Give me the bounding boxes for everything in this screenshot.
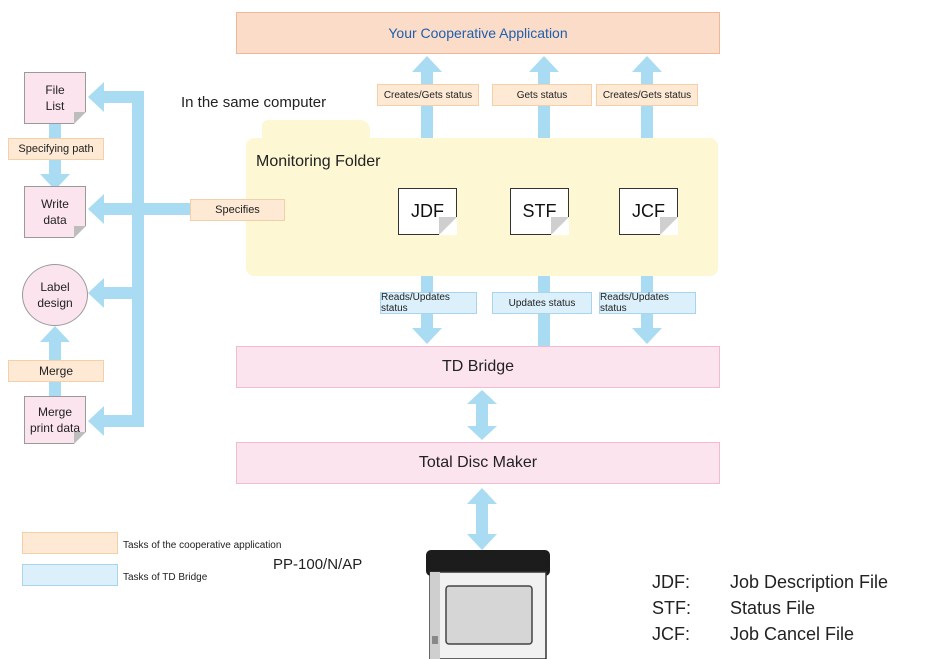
same-computer-label: In the same computer <box>181 94 327 111</box>
abbr-stf: STF: <box>652 598 691 618</box>
tag-reads-updates-status-jdf: Reads/Updates status <box>380 292 477 314</box>
tag-merge: Merge <box>8 360 104 382</box>
stf-file-icon: STF <box>510 188 569 235</box>
abbr-jcf: JCF: <box>652 624 690 644</box>
cooperative-application-box: Your Cooperative Application <box>236 12 720 54</box>
printer-model-label: PP-100/N/AP <box>273 556 363 573</box>
monitoring-folder-label: Monitoring Folder <box>256 153 381 170</box>
total-disc-maker-box: Total Disc Maker <box>236 442 720 484</box>
abbr-stf-meaning: Status File <box>730 598 816 618</box>
jdf-file-label: JDF <box>411 201 444 221</box>
arrow-to-merge-print-data <box>88 406 144 436</box>
write-data-document: Write data <box>24 186 86 238</box>
legend-swatch-td-bridge <box>22 564 118 586</box>
tag-updates-status-stf: Updates status <box>492 292 592 314</box>
arrow-tdm-printer <box>467 488 497 550</box>
label-design-circle: Label design <box>22 264 88 326</box>
jcf-file-icon: JCF <box>619 188 678 235</box>
jcf-file-label: JCF <box>632 201 665 221</box>
file-list-document: File List <box>24 72 86 124</box>
arrow-to-file-list <box>88 82 144 112</box>
stf-file-label: STF <box>522 201 557 221</box>
tag-creates-gets-status-jcf: Creates/Gets status <box>596 84 698 106</box>
jdf-file-icon: JDF <box>398 188 457 235</box>
tag-reads-updates-status-jcf: Reads/Updates status <box>599 292 696 314</box>
legend-swatch-cooperative <box>22 532 118 554</box>
legend-text-td-bridge: Tasks of TD Bridge <box>123 572 208 583</box>
td-bridge-box: TD Bridge <box>236 346 720 388</box>
tag-specifies: Specifies <box>190 199 285 221</box>
merge-print-data-document: Merge print data <box>24 396 86 444</box>
printer-icon <box>426 550 550 659</box>
abbr-jcf-meaning: Job Cancel File <box>730 624 855 644</box>
left-trunk <box>132 91 144 427</box>
tag-creates-gets-status-jdf: Creates/Gets status <box>377 84 479 106</box>
arrow-to-label-design <box>88 278 144 308</box>
abbr-jdf: JDF: <box>652 572 690 592</box>
legend-text-cooperative: Tasks of the cooperative application <box>123 540 282 551</box>
tag-specifying-path: Specifying path <box>8 138 104 160</box>
tag-gets-status-stf: Gets status <box>492 84 592 106</box>
arrow-tdbridge-tdm <box>467 390 497 440</box>
abbr-jdf-meaning: Job Description File <box>730 572 889 592</box>
